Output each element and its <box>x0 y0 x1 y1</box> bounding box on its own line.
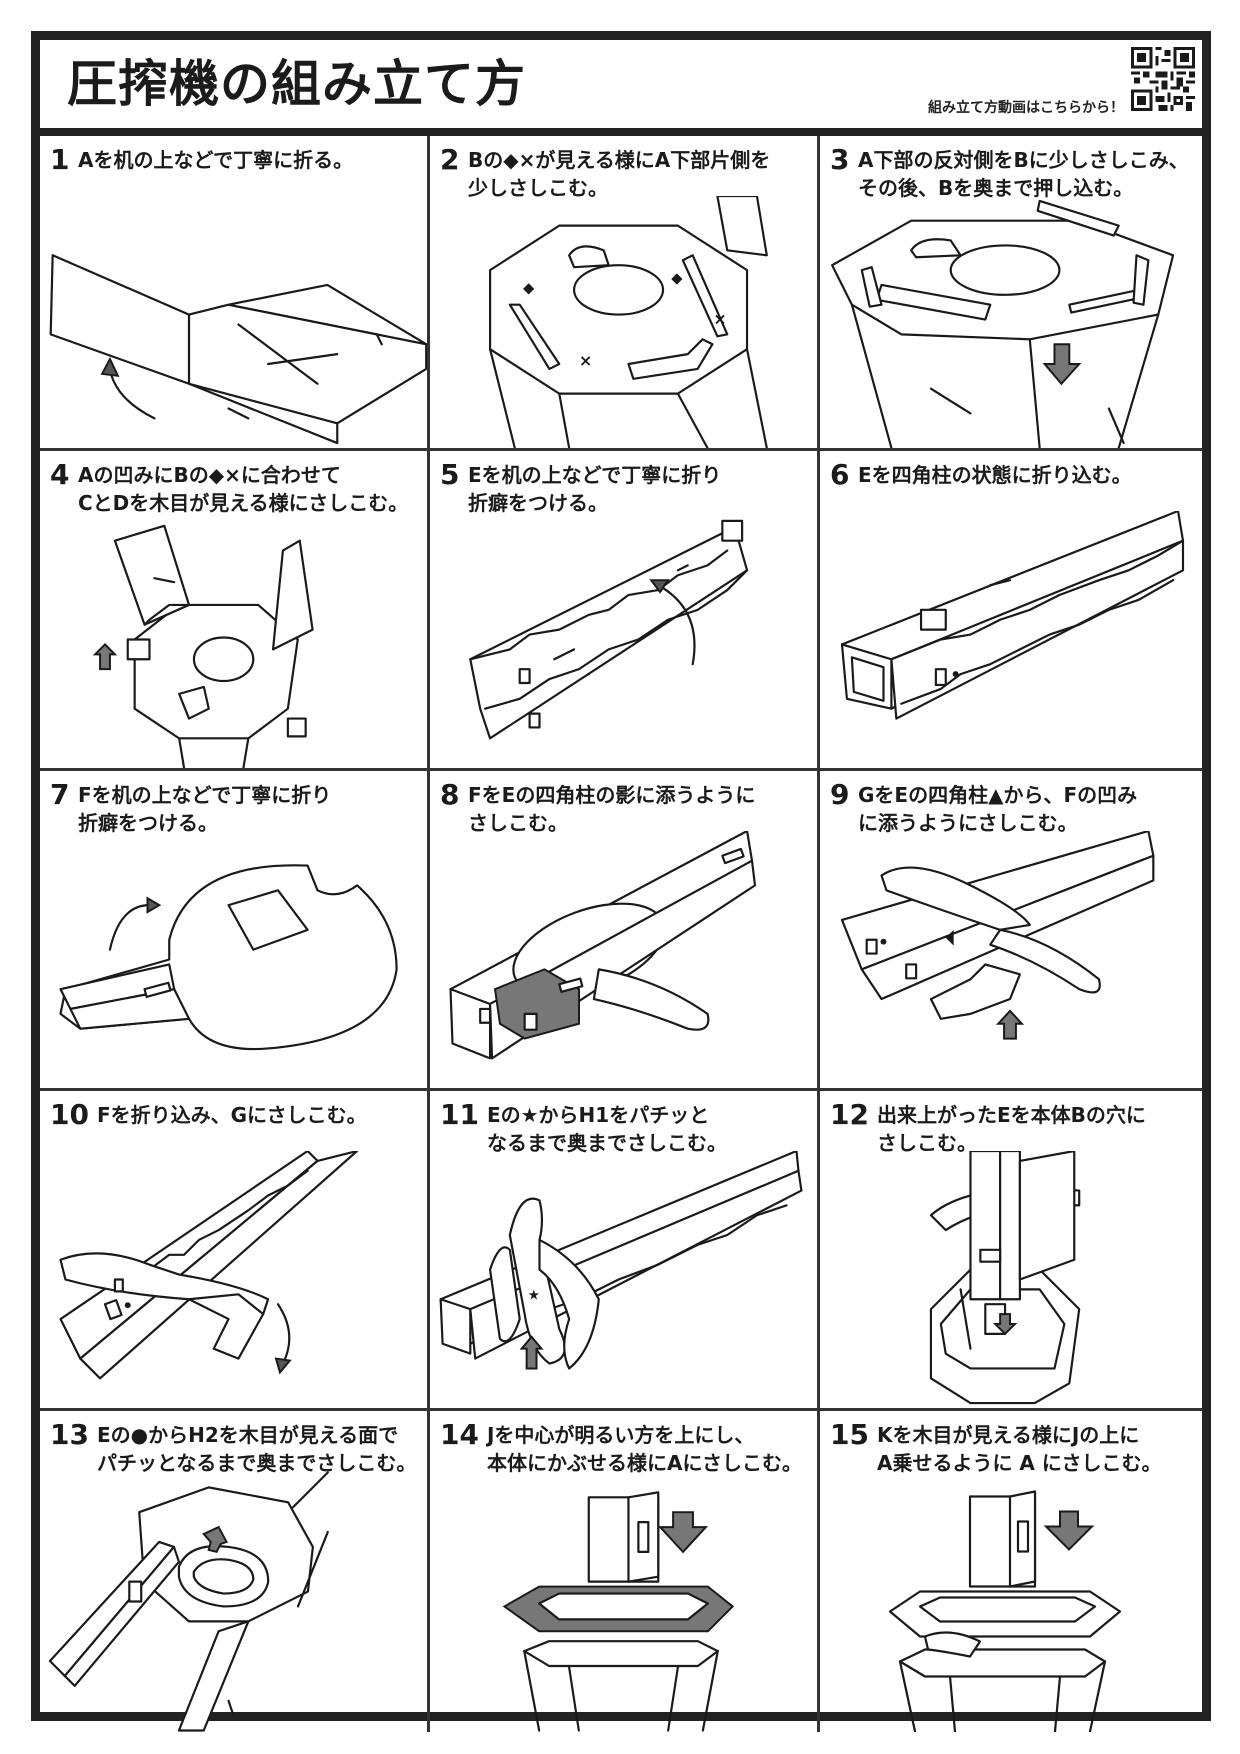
step-number: 7 <box>50 778 70 811</box>
qr-code-icon[interactable] <box>1131 47 1195 111</box>
step-6-illustration <box>840 511 1185 720</box>
step-text: Fを折り込み、Gにさしこむ。 <box>96 1103 367 1127</box>
step-text: Eを四角柱の状態に折り込む。 <box>858 463 1132 487</box>
step-13-illustration <box>48 1471 329 1732</box>
step-6: 6 Eを四角柱の状態に折り込む。 <box>820 451 1202 771</box>
step-11-illustration: ★ <box>439 1151 803 1370</box>
video-link-label: 組み立て方動画はこちらから！ <box>928 100 1124 116</box>
step-4-illustration <box>92 524 314 768</box>
instruction-sheet: 圧搾機の組み立て方 組み立て方動画はこちらから！ 1 Aを机の上などで丁寧に折る。 <box>31 31 1211 1732</box>
step-number: 10 <box>50 1098 89 1131</box>
step-10-illustration <box>59 1151 359 1380</box>
step-number: 11 <box>440 1098 479 1131</box>
step-number: 3 <box>830 143 850 176</box>
step-text: GをEの四角柱▲から、Fの凹み に添うようにさしこむ。 <box>858 783 1138 835</box>
step-text: Aを机の上などで丁寧に折る。 <box>78 148 354 172</box>
step-text: Eを机の上などで丁寧に折り 折癖をつける。 <box>468 463 722 515</box>
step-10: 10 Fを折り込み、Gにさしこむ。 <box>40 1091 430 1411</box>
step-text: 出来上がったEを本体Bの穴に さしこむ。 <box>876 1103 1146 1155</box>
step-14-illustration <box>502 1491 735 1732</box>
step-text: Aの凹みにBの◆×に合わせて CとDを木目が見える様にさしこむ。 <box>78 463 409 515</box>
step-number: 4 <box>50 458 70 491</box>
step-number: 9 <box>830 778 850 811</box>
step-number: 1 <box>50 143 70 176</box>
step-text: A下部の反対側をBに少しさしこみ、 その後、Bを奥まで押し込む。 <box>858 148 1189 200</box>
step-number: 2 <box>440 143 460 176</box>
header: 圧搾機の組み立て方 組み立て方動画はこちらから！ <box>40 40 1202 136</box>
step-2-illustration: × × <box>489 196 768 448</box>
step-text: Jを中心が明るい方を上にし、 本体にかぶせる様にAにさしこむ。 <box>486 1423 803 1475</box>
step-1-illustration <box>49 254 427 445</box>
step-number: 14 <box>440 1418 479 1451</box>
step-5-illustration <box>469 519 749 740</box>
svg-text:×: × <box>713 309 726 328</box>
svg-text:×: × <box>579 351 592 370</box>
step-number: 13 <box>50 1418 89 1451</box>
step-number: 12 <box>830 1098 869 1131</box>
step-number: 6 <box>830 458 850 491</box>
step-text: Eの●からH2を木目が見える面で パチッとなるまで奥までさしこむ。 <box>96 1423 417 1475</box>
step-number: 15 <box>830 1418 869 1451</box>
step-text: Kを木目が見える様にJの上に A乗せるように A にさしこむ。 <box>876 1423 1162 1475</box>
step-3-illustration <box>831 199 1175 448</box>
step-1: 1 Aを机の上などで丁寧に折る。 <box>40 136 430 451</box>
step-7-illustration <box>59 864 398 1051</box>
svg-text:★: ★ <box>528 1287 540 1303</box>
step-15-illustration <box>888 1490 1122 1732</box>
step-12-illustration <box>929 1151 1081 1405</box>
step-number: 5 <box>440 458 460 491</box>
step-text: FをEの四角柱の影に添うように さしこむ。 <box>468 783 756 835</box>
step-9-illustration <box>840 831 1155 1040</box>
step-8-illustration <box>449 831 757 1060</box>
step-number: 8 <box>440 778 460 811</box>
step-text: Bの◆×が見える様にA下部片側を 少しさしこむ。 <box>468 148 771 200</box>
page-title: 圧搾機の組み立て方 <box>67 55 526 113</box>
step-text: Eの★からH1をパチッと なるまで奥までさしこむ。 <box>486 1103 727 1155</box>
step-text: Fを机の上などで丁寧に折り 折癖をつける。 <box>78 783 332 835</box>
